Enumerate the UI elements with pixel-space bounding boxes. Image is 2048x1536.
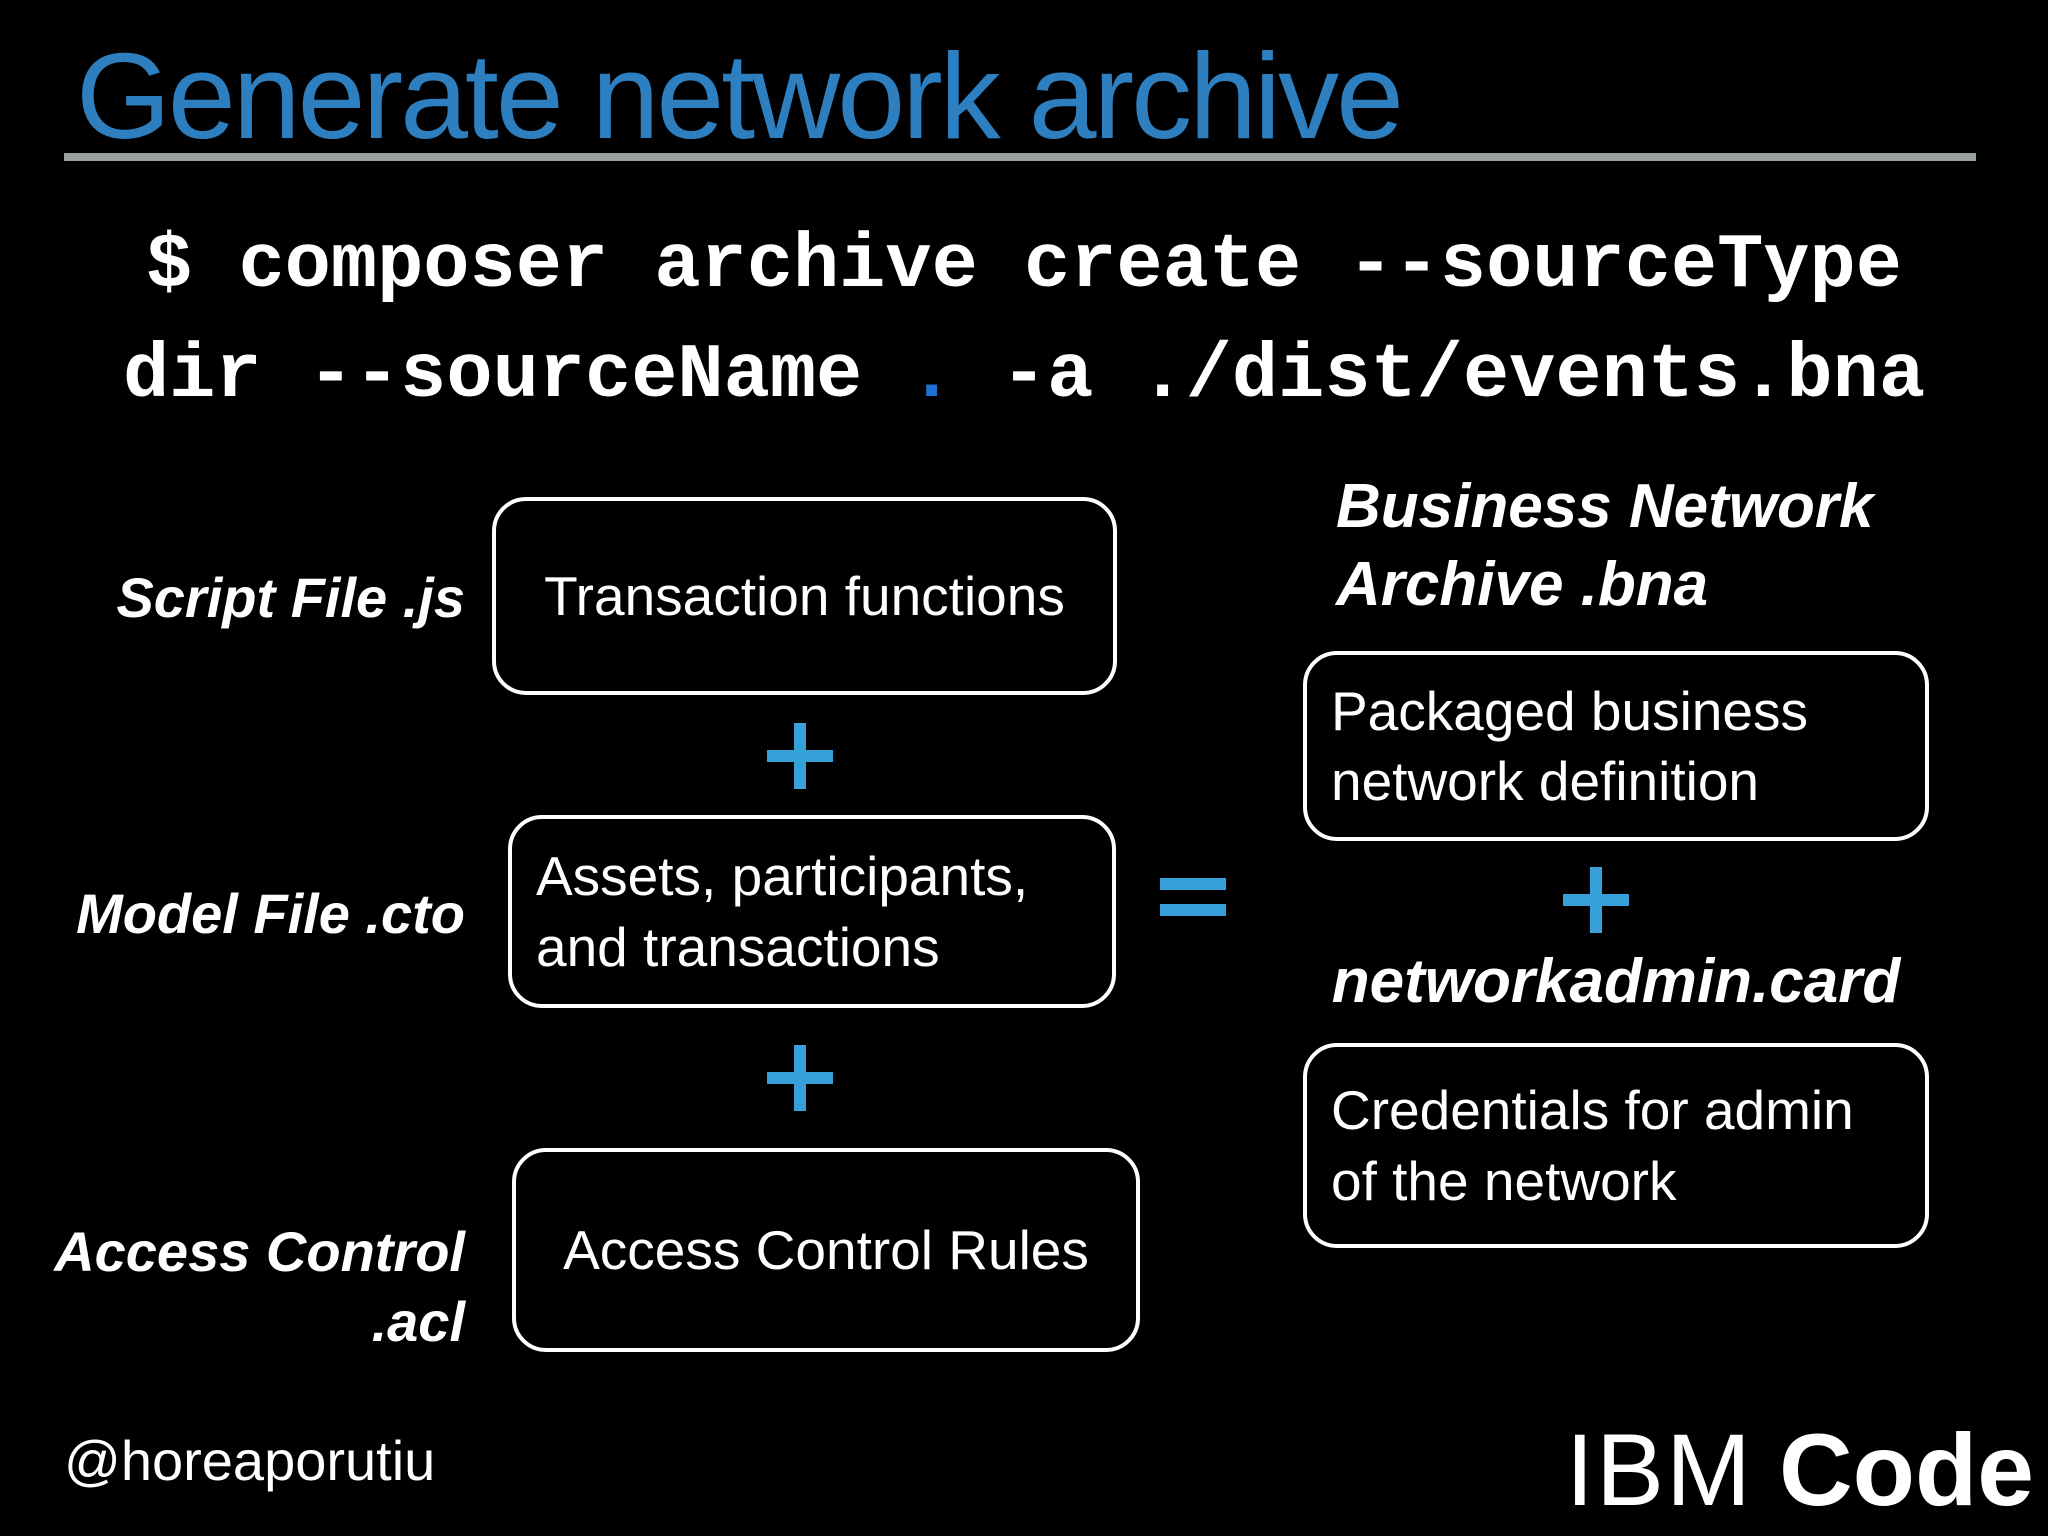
credentials-line2: of the network xyxy=(1331,1149,1677,1212)
plus-icon xyxy=(767,1045,833,1111)
model-box-line2: and transactions xyxy=(536,915,940,978)
equals-icon xyxy=(1160,878,1226,916)
script-file-label: Script File .js xyxy=(116,566,465,629)
packaged-definition-box: Packaged business network definition xyxy=(1303,651,1929,841)
model-file-label: Model File .cto xyxy=(76,882,465,945)
bna-heading-line1: Business Network xyxy=(1336,472,1874,541)
access-control-label-line1: Access Control xyxy=(54,1220,465,1283)
packaged-definition-line2: network definition xyxy=(1331,750,1760,812)
packaged-definition-text: Packaged business network definition xyxy=(1331,676,1808,817)
title-underline xyxy=(64,153,1976,161)
access-control-label-line2: .acl xyxy=(371,1290,465,1353)
code-logo-text: Code xyxy=(1779,1413,2034,1527)
command-line-2-after: -a ./dist/events.bna xyxy=(954,333,1926,420)
credentials-line1: Credentials for admin xyxy=(1331,1079,1854,1142)
page-title: Generate network archive xyxy=(76,28,1404,164)
model-file-box-text: Assets, participants, and transactions xyxy=(536,841,1028,982)
transaction-functions-box: Transaction functions xyxy=(492,497,1117,695)
transaction-functions-text: Transaction functions xyxy=(544,564,1065,627)
access-control-rules-text: Access Control Rules xyxy=(563,1218,1089,1281)
command-line-2-before: dir --sourceName xyxy=(122,333,909,420)
credentials-text: Credentials for admin of the network xyxy=(1331,1075,1854,1216)
command-line-1: $ composer archive create --sourceType xyxy=(146,223,1902,310)
model-file-box: Assets, participants, and transactions xyxy=(508,815,1116,1008)
plus-icon xyxy=(767,723,833,789)
terminal-command: $ composer archive create --sourceType d… xyxy=(0,212,2048,432)
bna-heading-line2: Archive .bna xyxy=(1336,550,1709,619)
credentials-box: Credentials for admin of the network xyxy=(1303,1043,1929,1248)
networkadmin-card-heading: networkadmin.card xyxy=(1331,947,1901,1016)
command-dot: . xyxy=(908,333,955,420)
command-line-2: dir --sourceName . -a ./dist/events.bna xyxy=(0,322,2048,432)
packaged-definition-line1: Packaged business xyxy=(1331,679,1808,742)
model-box-line1: Assets, participants, xyxy=(536,845,1029,908)
twitter-handle: @horeaporutiu xyxy=(64,1429,436,1492)
access-control-label: Access Control .acl xyxy=(0,1217,465,1357)
ibm-logo-text: IBM xyxy=(1565,1413,1753,1527)
plus-icon xyxy=(1563,867,1629,933)
access-control-rules-box: Access Control Rules xyxy=(512,1148,1140,1352)
